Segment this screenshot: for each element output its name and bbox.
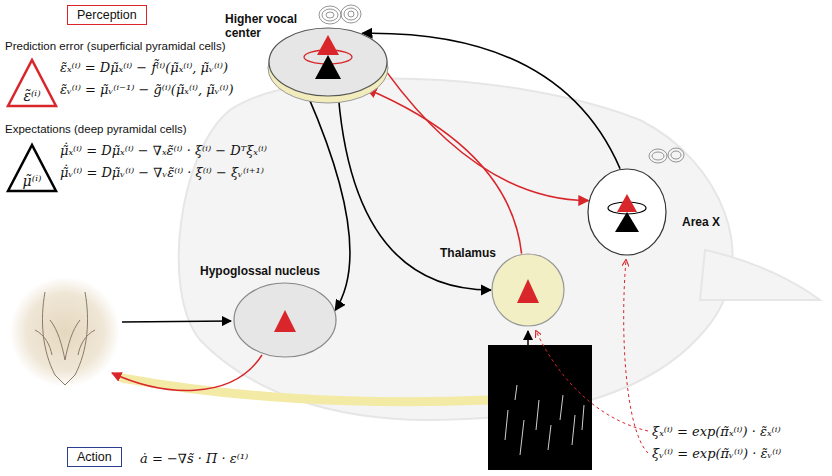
equation: ξₓ⁽ⁱ⁾ = exp(π̃ₓ⁽ⁱ⁾) · ε̃ₓ⁽ⁱ⁾ <box>652 424 781 439</box>
equation: ε̃ₓ⁽ⁱ⁾ = Dμ̃ₓ⁽ⁱ⁾ − f̃⁽ⁱ⁾(μ̃ₓ⁽ⁱ⁾, μ̃ᵥ⁽ⁱ⁾) <box>60 60 228 75</box>
signal-arrow <box>527 331 529 345</box>
equation: ȧ = −∇s̃ · Π · ε⁽¹⁾ <box>140 451 248 466</box>
precision-leader <box>536 331 648 431</box>
connection-arrow <box>362 33 620 168</box>
section-heading: Expectations (deep pyramidal cells) <box>5 123 187 135</box>
signal-arrow <box>122 321 231 322</box>
action-box: Action <box>67 447 122 467</box>
precision-leader <box>624 260 648 453</box>
shape-outline <box>587 168 667 256</box>
action-arrow <box>112 355 262 390</box>
shape-outline <box>233 282 337 358</box>
shape-outline <box>268 27 388 97</box>
equation: ξᵥ⁽ⁱ⁾ = exp(π̃ᵥ⁽ⁱ⁾) · ε̃ᵥ⁽ⁱ⁾ <box>652 446 781 461</box>
area-name: Area X <box>682 215 720 229</box>
lorenz-attractor <box>649 148 684 163</box>
unit-symbol: μ̃⁽ⁱ⁾ <box>6 173 58 189</box>
equation: ε̃ᵥ⁽ⁱ⁾ = μ̃ᵥ⁽ⁱ⁻¹⁾ − g̃⁽ⁱ⁾(μ̃ₓ⁽ⁱ⁾, μ̃ᵥ⁽ⁱ⁾… <box>60 82 234 97</box>
bird-silhouette <box>179 79 733 420</box>
error-unit-triangle: ε̃⁽ⁱ⁾ <box>6 58 58 108</box>
area-name: Hypoglossal nucleus <box>200 264 320 278</box>
box-label: Action <box>77 450 112 464</box>
syrinx-picture <box>10 277 120 387</box>
brain-area: Higher vocal center <box>268 27 388 97</box>
expectation-unit-triangle: μ̃⁽ⁱ⁾ <box>6 143 58 193</box>
connection-arrow <box>338 97 491 291</box>
connection-arrow <box>367 89 522 254</box>
lorenz-attractor <box>319 5 361 24</box>
area-name: Higher vocal center <box>225 12 305 40</box>
box-label: Perception <box>77 8 137 22</box>
connection-arrow <box>386 71 588 201</box>
section-heading: Prediction error (superficial pyramidal … <box>5 40 226 52</box>
spectrogram <box>488 345 592 470</box>
perception-box: Perception <box>67 5 147 25</box>
equation: μ̃̇ᵥ⁽ⁱ⁾ = Dμ̃ᵥ⁽ⁱ⁾ − ∇ᵥε̃⁽ⁱ⁾ · ξ⁽ⁱ⁾ − ξᵥ⁽… <box>60 165 264 180</box>
equation: μ̃̇ₓ⁽ⁱ⁾ = Dμ̃ₓ⁽ⁱ⁾ − ∇ₓε̃⁽ⁱ⁾ · ξ⁽ⁱ⁾ − Dᵀξ… <box>60 143 267 158</box>
area-name: Thalamus <box>440 246 496 260</box>
shape-outline <box>491 253 565 327</box>
brain-area: Thalamus <box>491 253 565 327</box>
brain-area: Hypoglossal nucleus <box>233 282 337 358</box>
brain-area: Area X <box>587 168 667 256</box>
bird-beak <box>700 250 820 300</box>
unit-symbol: ε̃⁽ⁱ⁾ <box>6 88 58 104</box>
